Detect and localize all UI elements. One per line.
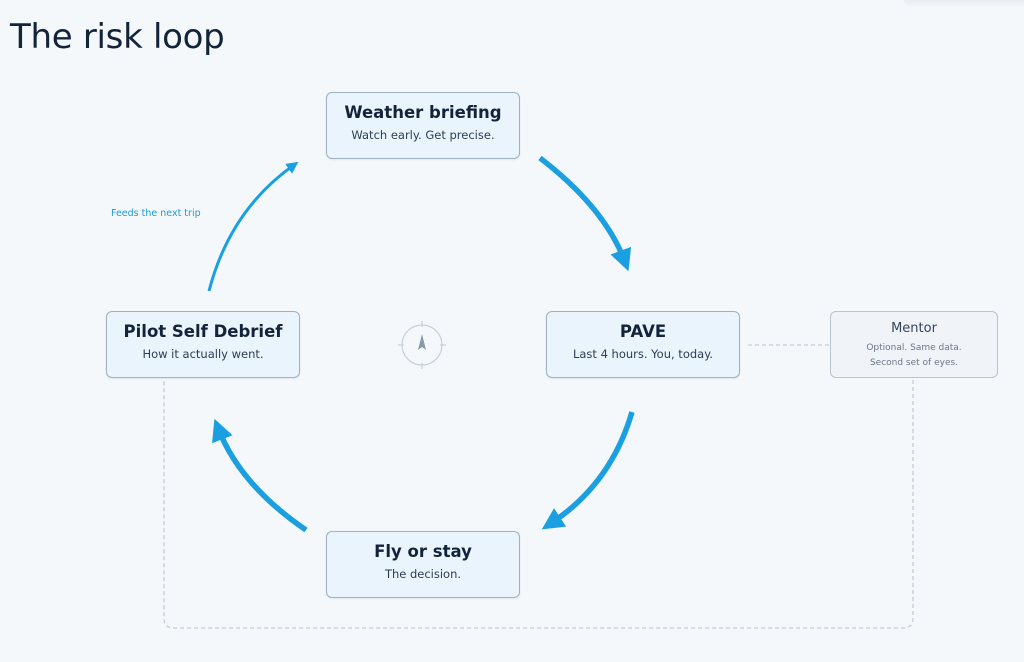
arrow-debrief-to-weather [207, 161, 299, 292]
feeds-next-trip-label: Feeds the next trip [111, 208, 201, 219]
node-title: Mentor [891, 321, 937, 336]
node-subtitle: Last 4 hours. You, today. [572, 347, 714, 361]
arrow-weather-to-pave [538, 155, 632, 272]
node-subtitle: Watch early. Get precise. [351, 128, 495, 142]
node-title: Weather briefing [344, 103, 502, 122]
mentor-return-dashed-line [163, 380, 914, 629]
node-subtitle: The decision. [384, 567, 462, 581]
arrow-fly-to-debrief [212, 418, 308, 533]
node-subtitle: How it actually went. [142, 347, 264, 361]
node-title: Pilot Self Debrief [123, 322, 283, 341]
arrow-pave-to-fly [541, 411, 635, 530]
node-subtitle-line-1: Optional. Same data. [866, 343, 962, 353]
node-fly-or-stay: Fly or stay The decision. [326, 531, 520, 598]
node-mentor: Mentor Optional. Same data. Second set o… [830, 311, 998, 378]
page-title: The risk loop [10, 17, 225, 57]
node-title: Fly or stay [374, 542, 472, 561]
window-corner-shadow [904, 0, 1024, 8]
node-pilot-self-debrief: Pilot Self Debrief How it actually went. [106, 311, 300, 378]
node-weather-briefing: Weather briefing Watch early. Get precis… [326, 92, 520, 159]
node-subtitle-line-2: Second set of eyes. [869, 358, 959, 368]
node-title: PAVE [619, 322, 667, 341]
node-pave: PAVE Last 4 hours. You, today. [546, 311, 740, 378]
compass-icon [398, 321, 446, 369]
